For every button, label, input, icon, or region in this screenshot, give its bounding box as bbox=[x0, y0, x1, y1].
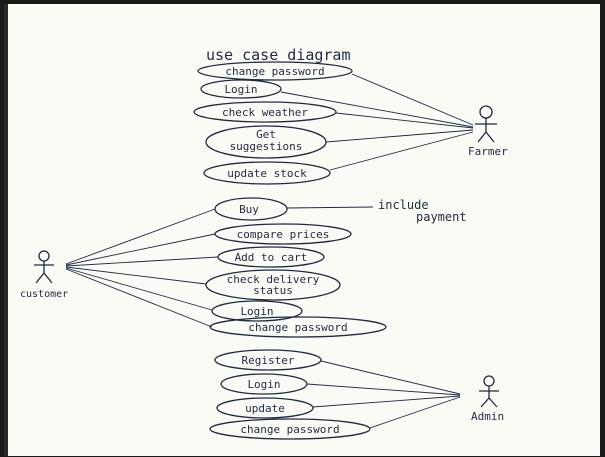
use-case-customer-login bbox=[211, 300, 303, 322]
label-update-stock: update stock bbox=[227, 167, 307, 180]
line-admin-register bbox=[320, 360, 461, 395]
use-case-update-stock bbox=[203, 161, 331, 185]
farmer-label: Farmer bbox=[468, 145, 508, 158]
line-admin-change-password bbox=[369, 396, 461, 429]
label-status: status bbox=[253, 284, 293, 297]
paper-left-shadow bbox=[4, 4, 8, 456]
use-case-shapes bbox=[193, 61, 387, 440]
admin-actor-icon bbox=[479, 375, 499, 408]
admin-label: Admin bbox=[471, 410, 504, 423]
line-admin-login bbox=[306, 383, 461, 396]
use-case-register bbox=[214, 349, 322, 371]
line-customer-buy bbox=[65, 208, 216, 265]
use-case-farmer-login bbox=[200, 79, 282, 99]
label-buy: Buy bbox=[239, 203, 259, 216]
label-compare-prices: compare prices bbox=[237, 228, 330, 241]
label-admin-change-password: change password bbox=[240, 423, 339, 436]
line-admin-update bbox=[312, 395, 461, 408]
farmer-actor-icon bbox=[475, 105, 497, 143]
label-check-weather: check weather bbox=[222, 106, 308, 119]
use-case-customer-change-password bbox=[209, 316, 387, 338]
label-customer-change-password: change password bbox=[248, 321, 347, 334]
use-case-check-weather bbox=[193, 101, 337, 123]
label-suggestions: suggestions bbox=[230, 140, 303, 153]
label-check-delivery: check delivery bbox=[227, 273, 320, 286]
include-label: include bbox=[378, 198, 429, 212]
line-customer-compare-prices bbox=[65, 233, 216, 266]
line-customer-check-delivery bbox=[65, 266, 207, 285]
line-farmer-change-password bbox=[351, 73, 474, 126]
line-include-payment bbox=[286, 206, 374, 209]
use-case-farmer-change-password bbox=[197, 61, 353, 81]
use-case-update bbox=[216, 397, 314, 419]
use-case-labels: change password Login check weather Get … bbox=[222, 65, 348, 436]
label-admin-login: Login bbox=[247, 378, 280, 391]
label-get: Get bbox=[256, 128, 276, 141]
use-case-check-delivery-status bbox=[205, 269, 341, 301]
diagram-title: use case diagram bbox=[206, 46, 351, 64]
label-register: Register bbox=[242, 354, 295, 367]
label-farmer-login: Login bbox=[224, 83, 257, 96]
line-farmer-login bbox=[280, 91, 474, 128]
association-lines bbox=[65, 73, 474, 429]
label-add-to-cart: Add to cart bbox=[235, 251, 308, 264]
line-farmer-check-weather bbox=[335, 112, 474, 129]
label-update: update bbox=[245, 402, 285, 415]
label-customer-login: Login bbox=[240, 305, 273, 318]
use-case-admin-change-password bbox=[209, 418, 371, 440]
line-customer-add-to-cart bbox=[65, 256, 219, 267]
payment-label: payment bbox=[416, 210, 467, 224]
line-farmer-update-stock bbox=[329, 131, 474, 171]
line-farmer-get-suggestions bbox=[325, 129, 474, 143]
label-farmer-change-password: change password bbox=[225, 65, 324, 78]
customer-label: customer bbox=[20, 289, 68, 300]
line-customer-change-password bbox=[65, 268, 213, 328]
customer-actor-icon bbox=[34, 250, 54, 284]
line-customer-login bbox=[65, 267, 213, 311]
